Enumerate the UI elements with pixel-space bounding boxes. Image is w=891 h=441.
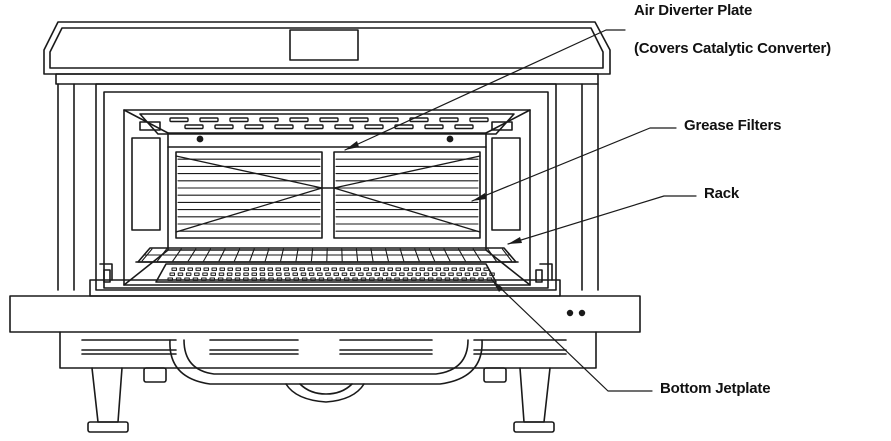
- left-side-panel: [131, 137, 161, 231]
- callout-air-diverter-line2: (Covers Catalytic Converter): [634, 40, 831, 57]
- callout-grease-filters: Grease Filters: [684, 117, 781, 134]
- leader-lines: [344, 29, 697, 392]
- air-diverter-plate: [139, 113, 515, 148]
- callout-grease-filters-label: Grease Filters: [684, 117, 782, 134]
- display-window: [289, 29, 359, 61]
- callout-air-diverter-note: (Covers Catalytic Converter): [634, 40, 831, 57]
- rack: [135, 247, 519, 263]
- callout-bottom-jetplate-label: Bottom Jetplate: [660, 380, 771, 397]
- callout-air-diverter-plate: Air Diverter Plate: [634, 2, 752, 19]
- callout-air-diverter-line1: Air Diverter Plate: [634, 2, 753, 19]
- oven-legs: [87, 367, 555, 433]
- callout-rack: Rack: [704, 185, 739, 202]
- oven-cabinet: [57, 83, 599, 291]
- control-housing: [43, 21, 611, 85]
- callout-rack-label: Rack: [704, 185, 740, 202]
- oven-base: [59, 331, 597, 403]
- leader-arrowheads: [345, 141, 522, 292]
- right-side-panel: [491, 137, 521, 231]
- open-door: [9, 263, 641, 333]
- grease-filters: [175, 151, 481, 239]
- callout-bottom-jetplate: Bottom Jetplate: [660, 380, 771, 397]
